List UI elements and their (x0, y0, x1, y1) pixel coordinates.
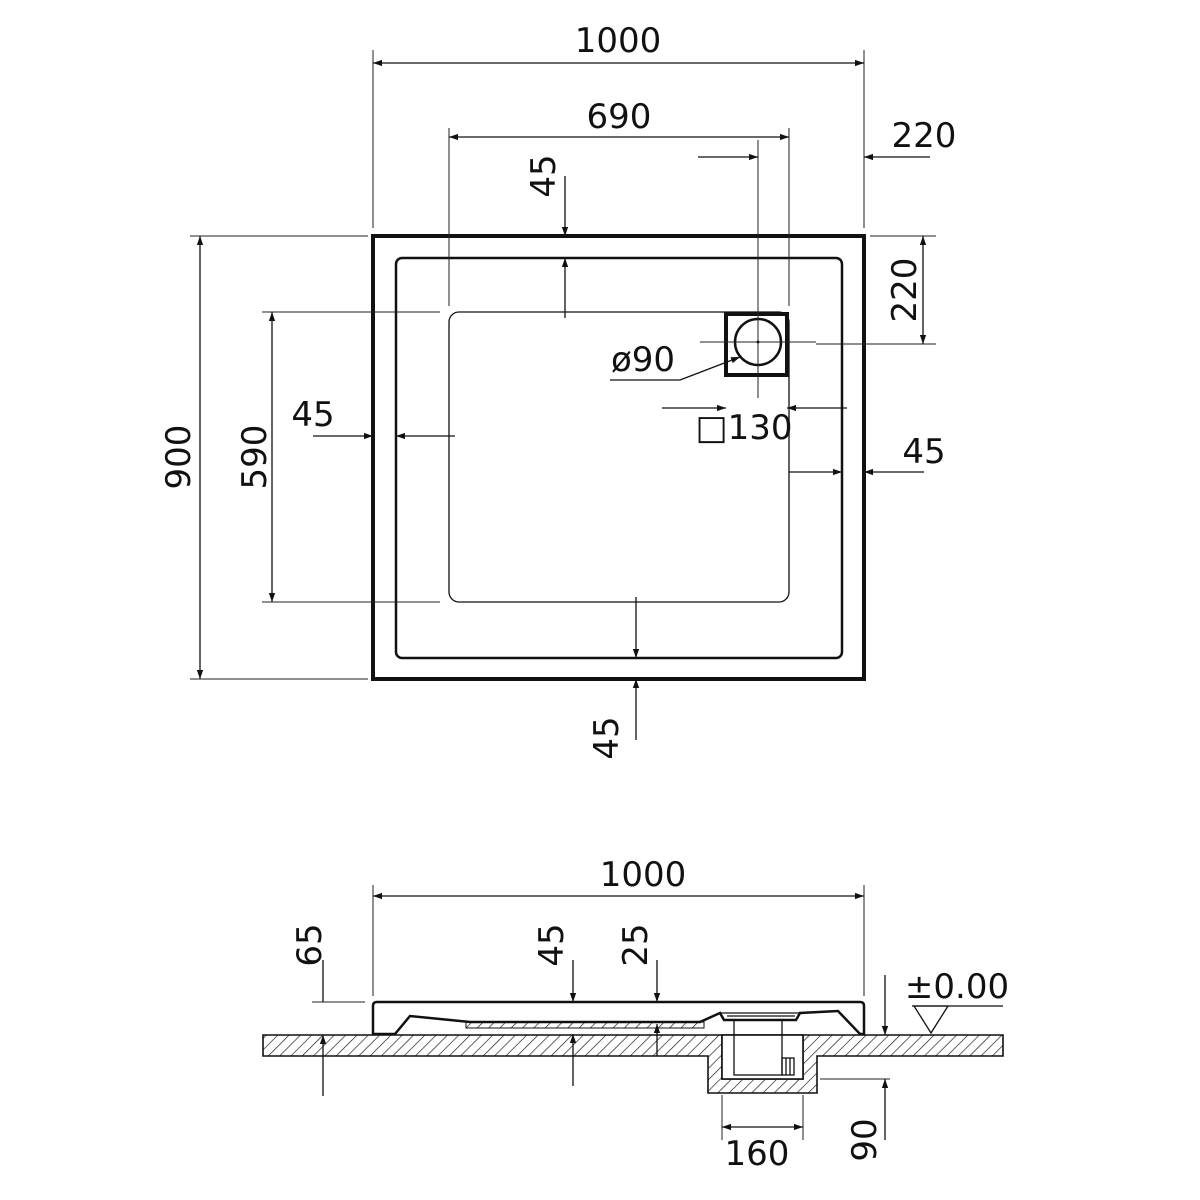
section-extension-lines (312, 885, 890, 1140)
dim-inner-height-label: 590 (235, 425, 275, 490)
dim-rim-left-label: 45 (291, 395, 334, 435)
dim-rim-bottom-label: 45 (587, 716, 627, 759)
dim-inner-width-label: 690 (587, 97, 652, 137)
section-view: 1000 65 45 25 ±0.00 90 160 (262, 855, 1009, 1174)
section-dim-pit-depth-label: 90 (845, 1118, 885, 1161)
dim-drain-y-label: 220 (885, 258, 925, 323)
tray-rim-outline (394, 256, 844, 660)
dim-height-label: 900 (159, 425, 199, 490)
dim-drain-x-label: 220 (892, 116, 957, 156)
dim-rim-top-label: 45 (524, 154, 564, 197)
tray-section-outline (371, 1000, 866, 1036)
section-dim-depth-b-label: 25 (616, 923, 656, 966)
dim-drain-square-label: □130 (695, 408, 792, 448)
dim-width-label: 1000 (575, 21, 662, 61)
drain-outlet (781, 1057, 795, 1076)
tray-outer-outline (371, 234, 866, 681)
tray-basin-outline (448, 311, 790, 603)
dim-drain-diameter-label: ø90 (611, 340, 675, 380)
section-dim-width-label: 1000 (600, 855, 687, 895)
section-dim-pit-width-label: 160 (725, 1134, 790, 1174)
section-dim-tray-height-label: 65 (290, 923, 330, 966)
dim-rim-right-label: 45 (902, 432, 945, 472)
plan-view: 1000 690 220 45 220 ø90 □130 45 45 (159, 21, 956, 760)
floor-slab (262, 1034, 1004, 1094)
section-level-label: ±0.00 (905, 967, 1009, 1007)
tray-underside-ribs (465, 1021, 705, 1029)
section-dim-depth-a-label: 45 (532, 923, 572, 966)
plan-extension-lines (190, 50, 936, 680)
level-marker (912, 1005, 1003, 1035)
drain-square (724, 312, 789, 377)
dim-drain-diameter-arrow (679, 356, 741, 381)
